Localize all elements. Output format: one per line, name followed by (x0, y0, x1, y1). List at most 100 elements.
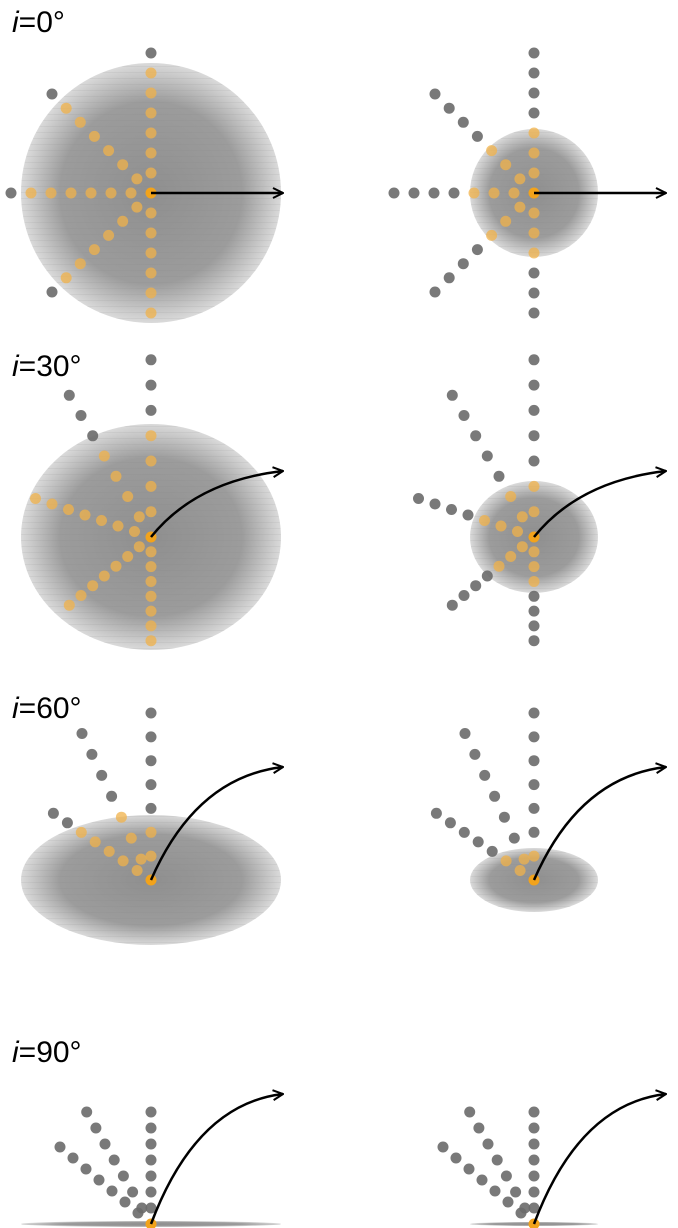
point-front (60, 102, 72, 114)
point-behind (93, 1174, 105, 1186)
point-front (145, 207, 157, 219)
point-front (75, 826, 87, 838)
point-behind (528, 1138, 540, 1150)
point-behind (443, 272, 455, 284)
direction-arrow (533, 471, 666, 538)
point-behind (76, 728, 88, 739)
inclination-label-30: i=30° (12, 350, 82, 383)
point-front (133, 511, 145, 523)
point-behind (528, 87, 540, 99)
point-behind (510, 1186, 522, 1198)
point-front (74, 258, 86, 270)
point-front (516, 541, 528, 553)
point-behind (459, 728, 471, 739)
point-behind (489, 790, 501, 802)
point-behind (145, 1154, 157, 1166)
point-front (135, 853, 147, 865)
point-front (495, 520, 507, 532)
point-front (514, 865, 526, 876)
point-behind (519, 1202, 531, 1214)
point-behind (489, 1185, 501, 1197)
point-behind (388, 187, 400, 199)
point-front (145, 635, 157, 647)
point-behind (108, 1154, 120, 1166)
point-behind (428, 187, 440, 199)
point-behind (145, 755, 157, 767)
point-front (145, 247, 157, 259)
point-behind (528, 620, 540, 632)
point-front (145, 506, 157, 518)
point-behind (528, 47, 540, 59)
point-behind (476, 1174, 488, 1186)
point-front (145, 227, 157, 239)
point-behind (75, 410, 87, 421)
point-behind (429, 498, 441, 510)
point-front (117, 159, 129, 171)
point-front (60, 272, 72, 284)
point-behind (145, 779, 157, 791)
point-front (528, 561, 540, 573)
point-front (125, 832, 137, 844)
point-front (110, 560, 122, 572)
point-front (88, 244, 100, 256)
point-front (145, 87, 157, 99)
point-behind (145, 379, 157, 391)
point-behind (471, 244, 483, 256)
point-behind (528, 430, 540, 442)
point-behind (528, 287, 540, 299)
point-behind (145, 354, 157, 366)
point-behind (145, 1202, 157, 1214)
point-front (528, 576, 540, 587)
point-behind (528, 1154, 540, 1166)
point-behind (498, 811, 510, 823)
point-front (103, 145, 115, 157)
point-front (488, 187, 500, 199)
point-behind (470, 430, 482, 442)
point-front (115, 811, 127, 823)
point-front (528, 247, 540, 259)
point-front (129, 526, 140, 537)
point-front (145, 576, 157, 587)
point-behind (46, 286, 58, 298)
point-behind (145, 1138, 157, 1150)
point-front (110, 470, 122, 482)
point-front (145, 127, 157, 139)
point-front (145, 107, 157, 119)
point-behind (145, 802, 157, 814)
point-front (514, 173, 526, 185)
point-front (131, 865, 143, 876)
inclination-label-0: i=0° (12, 6, 65, 39)
point-behind (458, 590, 470, 601)
point-behind (479, 769, 491, 781)
point-front (528, 127, 540, 139)
point-behind (486, 845, 498, 857)
point-front (74, 116, 86, 128)
point-behind (464, 1106, 476, 1118)
point-behind (528, 802, 540, 814)
point-behind (528, 404, 540, 416)
point-front (486, 145, 498, 157)
point-front (505, 491, 517, 502)
point-front (45, 187, 57, 199)
point-front (145, 480, 157, 492)
point-front (87, 580, 99, 592)
point-behind (528, 826, 540, 838)
point-front (145, 287, 157, 299)
point-behind (528, 1122, 540, 1134)
point-behind (117, 1170, 129, 1182)
point-behind (443, 102, 455, 114)
point-front (145, 267, 157, 279)
point-behind (413, 493, 424, 504)
point-front (96, 515, 107, 526)
point-front (145, 826, 157, 838)
point-behind (473, 1122, 485, 1134)
point-front (145, 620, 157, 632)
point-front (479, 515, 490, 526)
point-front (512, 526, 523, 537)
point-behind (528, 707, 540, 719)
point-behind (127, 1186, 139, 1198)
point-behind (96, 769, 108, 781)
inclination-label-90: i=90° (12, 1036, 82, 1069)
point-front (112, 520, 124, 532)
point-behind (528, 1186, 540, 1198)
